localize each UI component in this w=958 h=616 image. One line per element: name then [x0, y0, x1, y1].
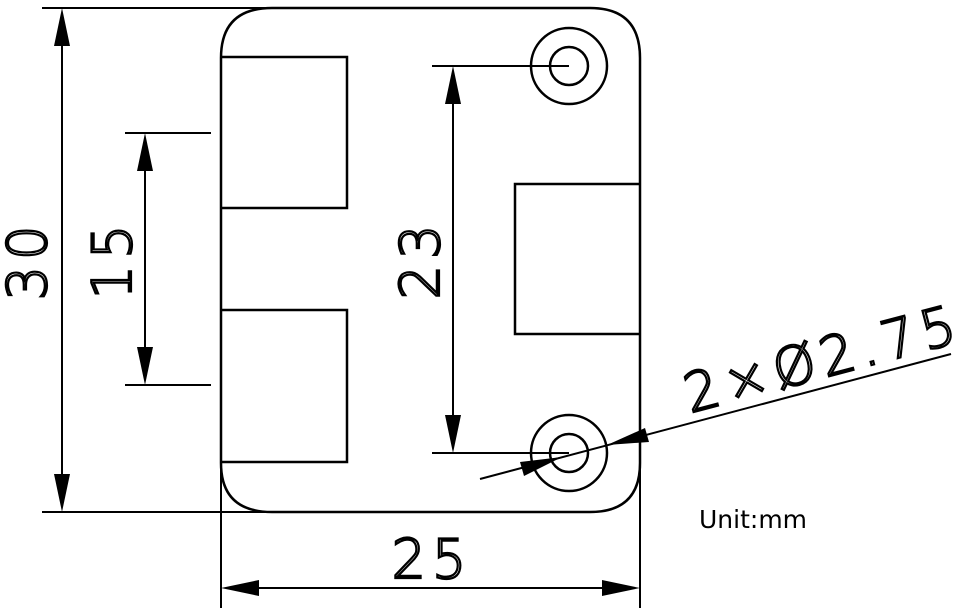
left-top-pad [221, 55, 349, 210]
slot-pitch-dimension: 15 [80, 132, 211, 386]
hole-callout-text: 2×Ø2.75 [677, 292, 958, 426]
height-value: 30 [0, 220, 59, 301]
slot-pitch-value: 15 [81, 219, 144, 300]
width-dimension: 25 [220, 463, 641, 608]
hole-diameter-callout: 2×Ø2.75 [479, 291, 958, 480]
width-value: 25 [392, 528, 473, 591]
board-outline [219, 6, 642, 514]
height-dimension: 30 [0, 7, 272, 513]
left-bottom-pad [221, 308, 349, 464]
hole-pitch-value: 23 [389, 219, 452, 300]
hole-pitch-dimension: 23 [388, 65, 569, 454]
unit-label: Unit:mm [699, 505, 808, 534]
right-connector [513, 182, 640, 336]
